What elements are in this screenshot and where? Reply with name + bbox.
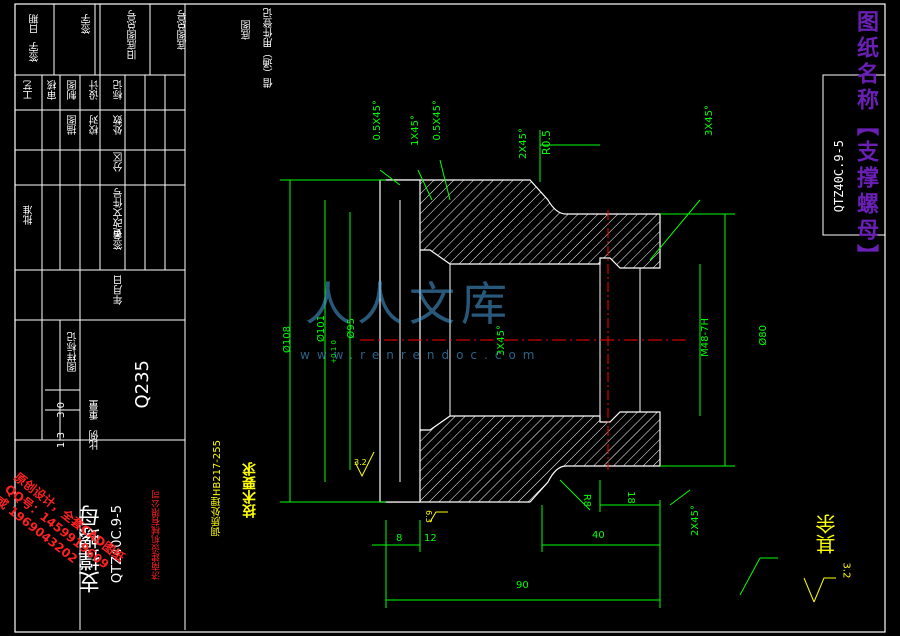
dim-chamfer-2: 0.5X45° (432, 100, 443, 141)
dim-d80: Ø80 (758, 325, 769, 346)
tb-sign1: 签字 (82, 14, 93, 34)
tb-sign2: 签字 (30, 42, 41, 62)
dim-len40: 40 (592, 530, 605, 541)
tb-ymd: 年月日 (114, 275, 125, 305)
dim-thread: M48-7H (700, 318, 711, 357)
roughness-rest-label: 其余 (815, 514, 839, 554)
side-title-prefix: 图纸名称【 (853, 10, 879, 140)
tb-scale-val: 1:3 (56, 432, 67, 449)
roughness-symbols (354, 451, 836, 603)
dim-len18: 18 (624, 491, 636, 504)
tb-process: 工艺 (24, 80, 35, 100)
tb-signature: 签名 (114, 230, 125, 250)
title-block-grid (15, 4, 186, 630)
tb-trace: 描图 (68, 115, 79, 135)
tb-stage-mark: 图样标记 (68, 332, 79, 372)
roughness-rest-value: 3.2 (840, 562, 852, 579)
tech-req-line1: 调质处理HB217-255 (212, 440, 223, 537)
tb-mark: 标记 (114, 80, 125, 100)
tb-borrow: 借（通）用件登记 (264, 8, 275, 88)
tb-zone: 分区 (114, 152, 125, 172)
dimension-lines (280, 130, 778, 608)
dim-ra63: 6.3 (423, 510, 433, 523)
dim-chamfer-1: 0.5X45° (372, 100, 383, 141)
watermark-text: 人人文库 (305, 277, 513, 331)
dim-r8: R8 (581, 493, 593, 508)
tb-old-base: 旧底图总号 (128, 10, 139, 60)
tb-weight: 重量 (90, 400, 101, 420)
tb-weight-val: 3.0 (56, 402, 67, 418)
tb-count: 处数 (114, 115, 125, 135)
tb-material: Q235 (132, 360, 153, 409)
dim-len8: 8 (396, 533, 403, 544)
tb-date: 日期 (30, 14, 41, 34)
tb-company: 济南建设机械有限公司 (152, 490, 162, 580)
side-title-box (822, 74, 886, 236)
dim-len12: 12 (424, 533, 437, 544)
tb-review: 审核 (48, 80, 59, 100)
side-title-name: 支撑螺母 (853, 140, 879, 244)
tb-design: 设计 (90, 80, 101, 100)
part-section (379, 179, 661, 503)
dim-ra32: 3.2 (354, 458, 367, 467)
watermark-logo: 人人文库 (305, 268, 513, 334)
tb-basemap: 底图 (242, 20, 253, 40)
tb-draw: 制图 (68, 80, 79, 100)
tb-scale: 比例 (90, 430, 101, 450)
watermark-url: www.renrendoc.com (300, 348, 542, 362)
dim-chamfer-7: 2X45° (690, 505, 701, 536)
side-title-suffix: 】 (853, 244, 879, 270)
tb-approve: 批准 (24, 205, 35, 225)
drawing-frame (14, 3, 886, 633)
dim-radius: R0.5 (540, 130, 553, 156)
dim-chamfer-3: 1X45° (410, 115, 421, 146)
dim-len90: 90 (516, 580, 529, 591)
tb-check: 校对 (90, 115, 101, 135)
dim-chamfer-4: 2X45° (518, 128, 529, 159)
side-title: 图纸名称【支撑螺母】 (850, 10, 882, 270)
tb-base: 底图总号 (178, 10, 189, 50)
side-title-code: QTZ40C.9-5 (832, 140, 846, 213)
dim-d108: Ø108 (282, 326, 293, 353)
tech-req-title: 技术要求 (242, 462, 258, 518)
dim-chamfer-5: 3X45° (704, 105, 715, 136)
